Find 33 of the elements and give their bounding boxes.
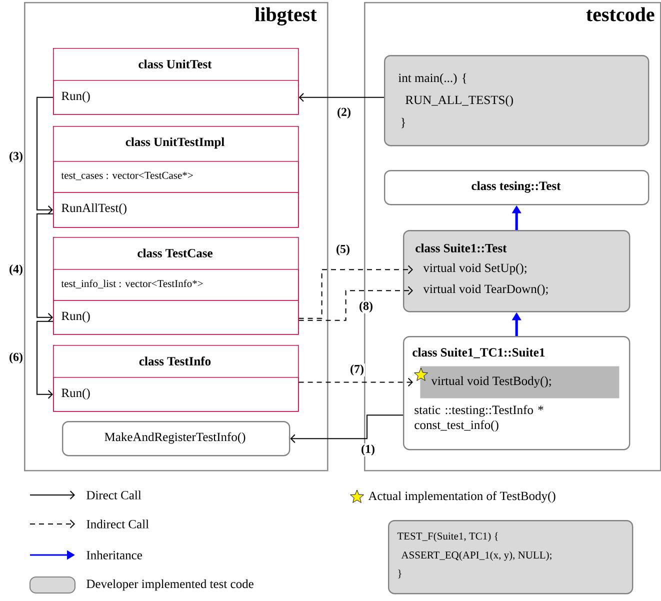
- legend-text: Direct Call: [86, 490, 142, 500]
- edge-label: (4): [8, 264, 24, 276]
- arrow: [36, 96, 54, 214]
- legend-text: Actual implementation of TestBody(): [368, 491, 556, 503]
- class-member-row: RunAllTest(): [53, 192, 299, 228]
- legend-text: Indirect Call: [86, 520, 149, 528]
- edge-label: (5): [335, 244, 351, 256]
- arrow: [36, 213, 54, 322]
- class-member-row: Run(): [53, 300, 299, 335]
- edge-label: (3): [8, 150, 24, 164]
- class-member-row: test_info_list : vector<TestInfo*>: [53, 269, 299, 301]
- code-box: int main(...) { RUN_ALL_TESTS() }: [384, 55, 650, 146]
- edge-label: (6): [8, 352, 24, 364]
- function-box: class tesing::Test: [384, 170, 650, 206]
- class-member-row: Run(): [53, 377, 299, 412]
- edge-label: (8): [358, 300, 374, 314]
- function-box: MakeAndRegisterTestInfo(): [62, 420, 290, 456]
- legend-text: Developer implemented test code: [86, 579, 254, 591]
- arrow: [36, 320, 54, 399]
- highlighted-method: virtual void TestBody();: [420, 366, 620, 398]
- code-box: TEST_F(Suite1, TC1) { ASSERT_EQ(API_1(x, y), NULL); }: [388, 520, 634, 594]
- class-member-row: Run(): [53, 80, 299, 115]
- edge-label: (2): [336, 106, 352, 120]
- edge-label: (1): [360, 444, 376, 456]
- arrow: [298, 92, 384, 102]
- arrow: [298, 265, 413, 319]
- arrow: [298, 286, 413, 321]
- class-member-row: test_cases : vector<TestCase*>: [53, 161, 299, 193]
- code-box: class Suite1::Test virtual void SetUp(); virtual void TearDown();: [403, 230, 630, 312]
- arrow: [290, 414, 404, 444]
- arrow: [298, 378, 413, 387]
- edge-label: (7): [349, 364, 365, 376]
- legend-text: Inheritance: [86, 550, 142, 560]
